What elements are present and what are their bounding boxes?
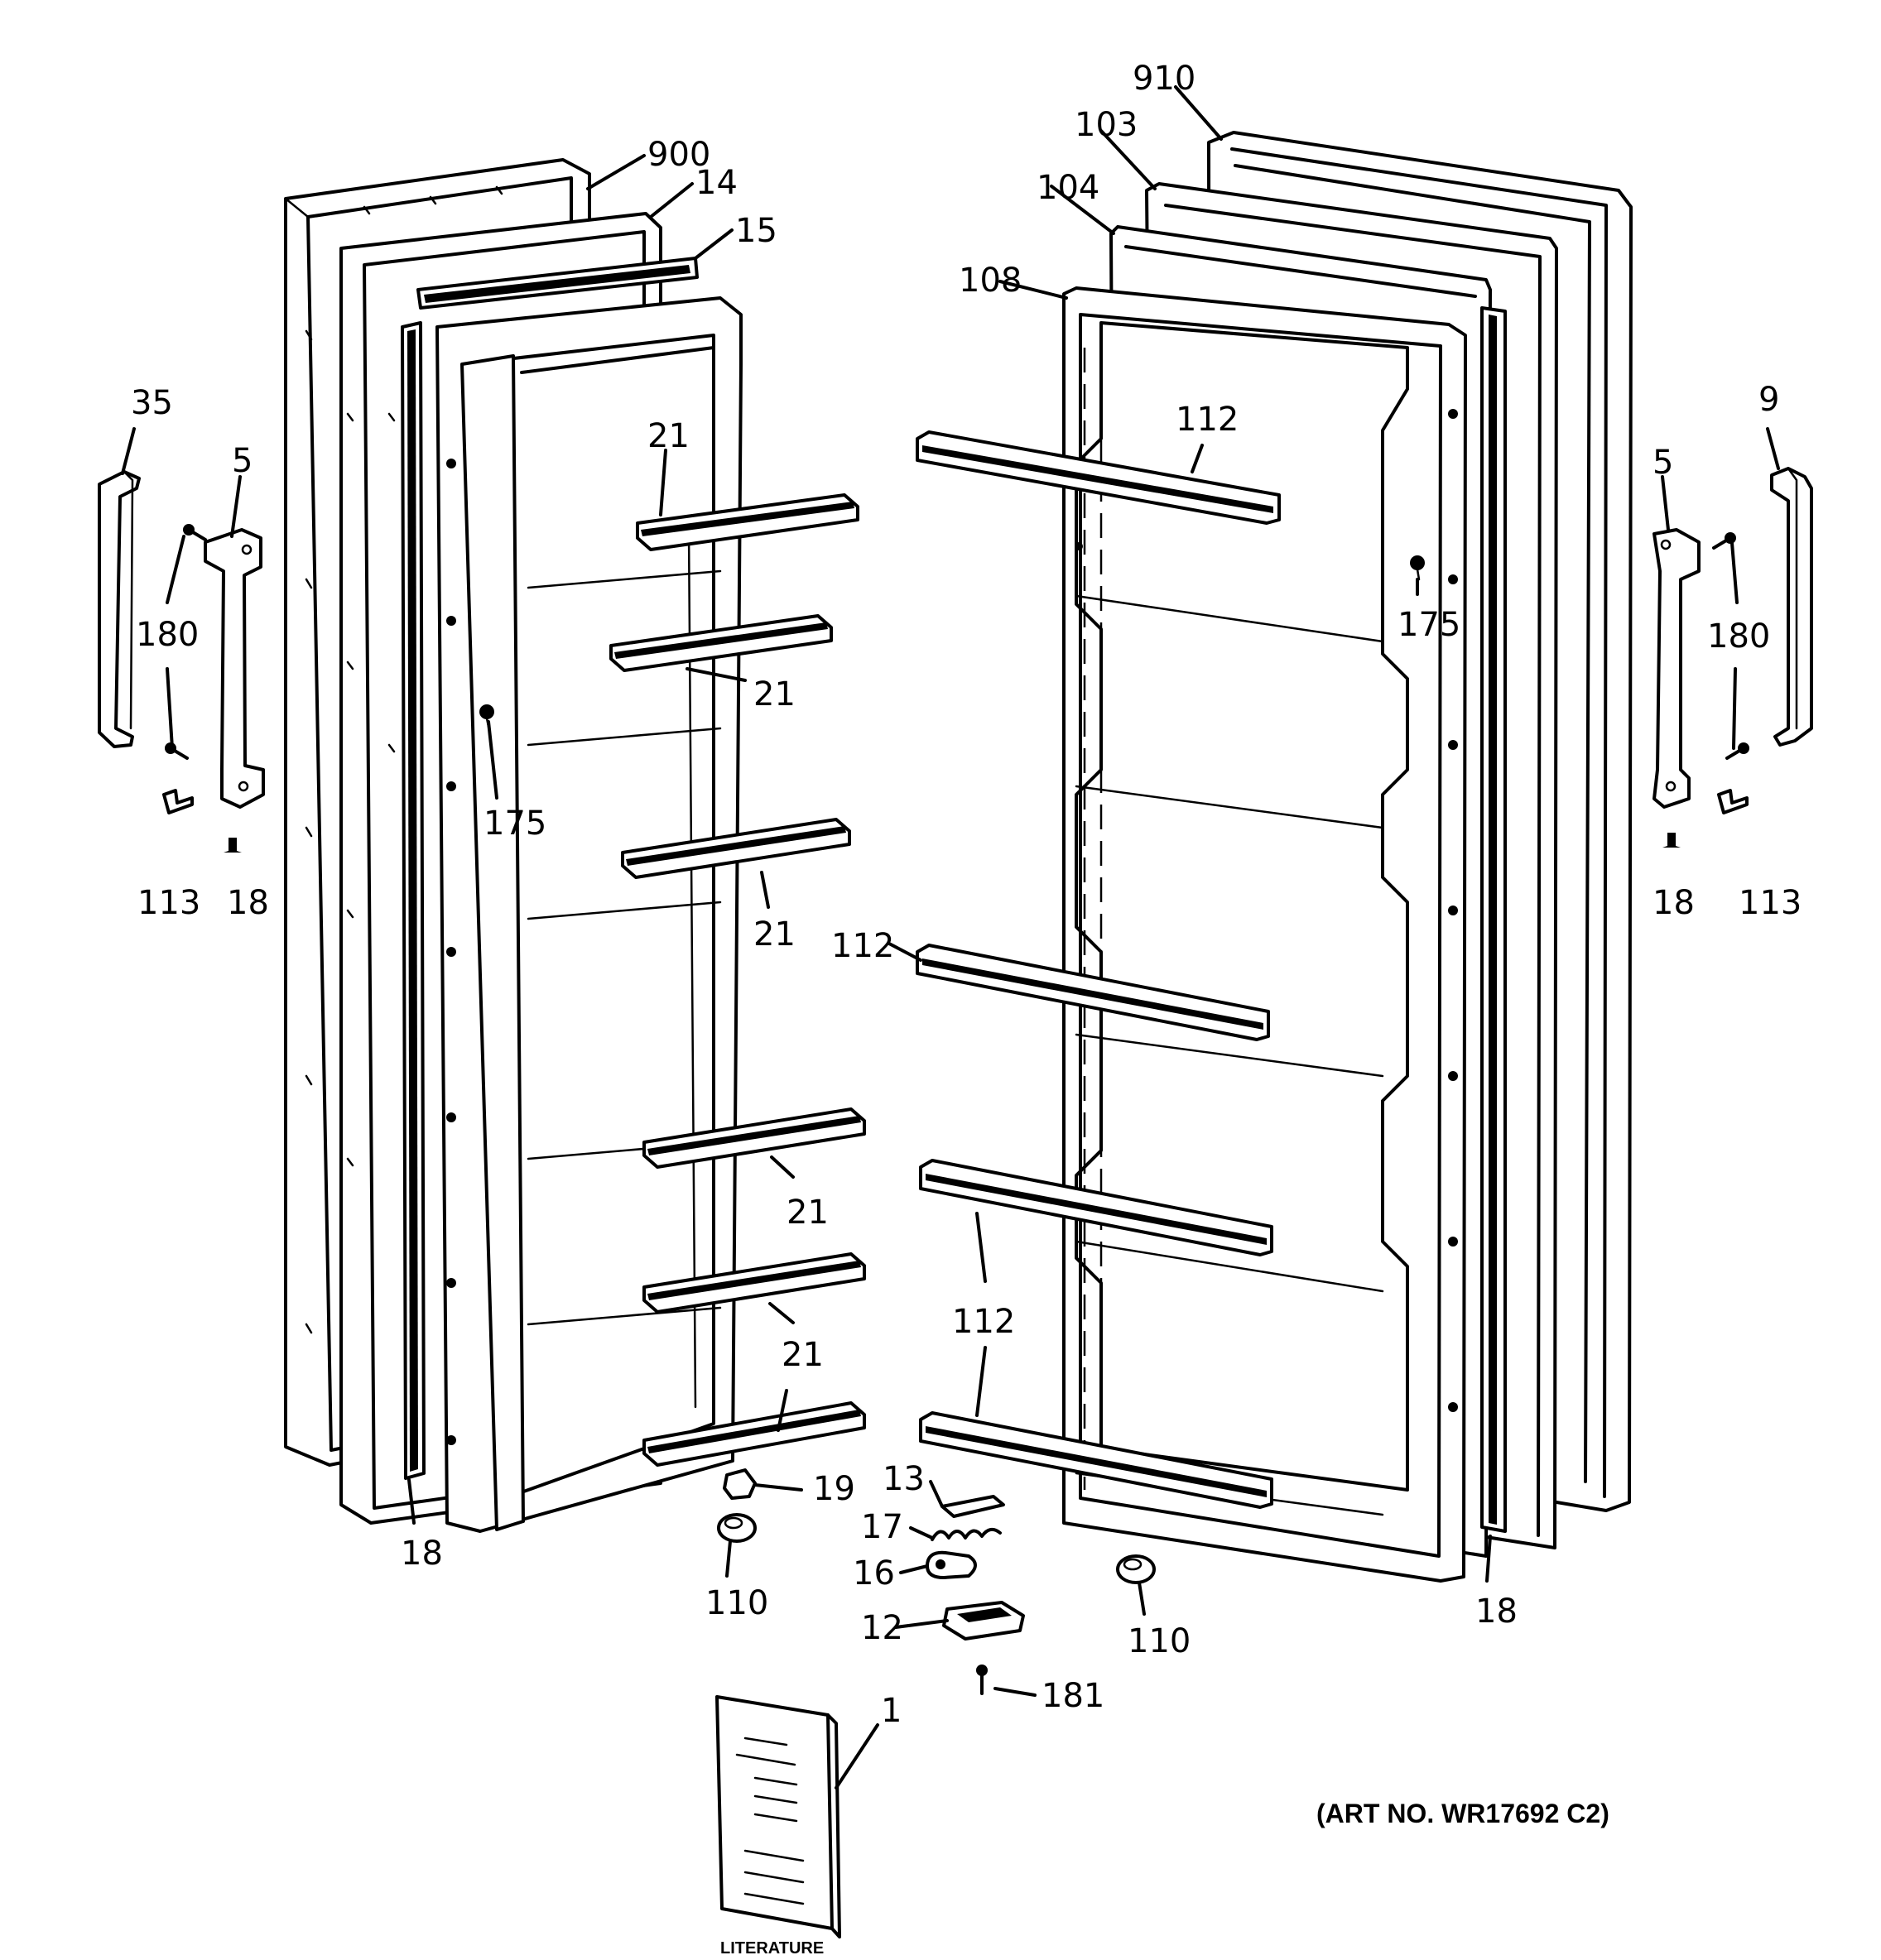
- callout-175-right: 175: [1398, 606, 1460, 644]
- callout-16: 16: [853, 1554, 895, 1592]
- callout-21-a: 21: [647, 417, 690, 455]
- clip-113-left: [162, 789, 194, 814]
- clip-113-right: [1717, 789, 1749, 814]
- screw-181: [976, 1665, 988, 1695]
- callout-110-left: 110: [705, 1584, 768, 1622]
- callout-900: 900: [647, 136, 710, 174]
- callout-180-right: 180: [1707, 617, 1770, 656]
- bushing-110-left: [717, 1513, 757, 1543]
- shelf-bar-21-1: [636, 493, 859, 551]
- callout-113-left: 113: [137, 884, 200, 922]
- handle-mount-5-left: [204, 528, 265, 809]
- hinge-12: [942, 1601, 1025, 1641]
- callout-21-c: 21: [753, 915, 796, 954]
- callout-17: 17: [861, 1508, 903, 1546]
- callout-12: 12: [861, 1609, 903, 1647]
- screw-175-right: [1410, 555, 1425, 581]
- callout-1: 1: [881, 1692, 902, 1730]
- callout-180-left: 180: [136, 616, 199, 654]
- hinge-pin-19: [723, 1468, 757, 1500]
- right-door-liner-108: [1062, 286, 1467, 1583]
- callout-181: 181: [1042, 1677, 1104, 1715]
- callout-labels: 900 14 15 910 103 104 108 35 5 180 113 1…: [131, 60, 1802, 1730]
- handle-mount-5-right: [1652, 528, 1701, 809]
- callout-18-left: 18: [227, 884, 269, 922]
- callout-18-right: 18: [1652, 884, 1695, 922]
- leader-lines: [121, 85, 1780, 1789]
- spring-17: [931, 1527, 1002, 1541]
- shelf-bar-112-4: [919, 1411, 1273, 1509]
- callout-18-bottom-right: 18: [1475, 1592, 1518, 1631]
- shelf-bar-21-6: [642, 1401, 866, 1467]
- shelf-bar-21-4: [642, 1107, 866, 1169]
- callout-21-e: 21: [782, 1336, 824, 1374]
- callout-14: 14: [695, 164, 738, 202]
- callout-21-d: 21: [787, 1194, 829, 1232]
- left-door-gasket-18: [401, 321, 426, 1480]
- shelf-bar-21-2: [609, 614, 833, 672]
- callout-112-mid: 112: [831, 927, 894, 965]
- callout-21-b: 21: [753, 675, 796, 713]
- callout-110-right: 110: [1128, 1622, 1191, 1660]
- callout-35: 35: [131, 384, 173, 422]
- callout-104: 104: [1037, 169, 1099, 207]
- bushing-110-right: [1116, 1554, 1156, 1584]
- literature-booklet: [715, 1695, 841, 1938]
- callout-9: 9: [1758, 381, 1779, 419]
- shelf-bar-112-1: [916, 430, 1281, 525]
- handle-9: [1770, 467, 1813, 747]
- screw-180-right-bottom: [1725, 742, 1749, 760]
- callout-175-left: 175: [483, 805, 546, 843]
- callout-5-right: 5: [1652, 444, 1673, 482]
- art-number-caption: (ART NO. WR17692 C2): [1316, 1799, 1609, 1828]
- callout-112-low: 112: [952, 1303, 1015, 1341]
- handle-35: [98, 470, 141, 748]
- screw-18-right: [1662, 833, 1681, 848]
- shelf-bar-112-2: [916, 944, 1270, 1041]
- plate-13: [940, 1495, 1005, 1518]
- shelf-bar-112-3: [919, 1159, 1273, 1256]
- callout-19: 19: [813, 1470, 855, 1508]
- cam-16: [926, 1550, 977, 1579]
- shelf-bar-21-3: [621, 818, 851, 879]
- callout-112-top: 112: [1176, 401, 1239, 439]
- left-door-breaker-strip: [416, 257, 699, 310]
- callout-15: 15: [735, 212, 777, 250]
- screw-18-left: [224, 838, 242, 853]
- screw-180-right-top: [1712, 532, 1736, 550]
- shelf-bar-21-5: [642, 1252, 866, 1314]
- screw-180-left-bottom: [165, 742, 189, 760]
- screw-180-left-top: [183, 524, 207, 541]
- callout-18-bottom-left: 18: [401, 1535, 443, 1573]
- literature-label: LITERATURE: [720, 1939, 824, 1958]
- callout-108: 108: [959, 262, 1022, 300]
- left-door-liner: [435, 296, 743, 1533]
- right-door-gasket-18: [1480, 306, 1507, 1533]
- callout-13: 13: [883, 1460, 925, 1498]
- callout-103: 103: [1075, 106, 1138, 144]
- callout-910: 910: [1133, 60, 1195, 98]
- callout-113-right: 113: [1739, 884, 1802, 922]
- callout-5-left: 5: [232, 442, 253, 480]
